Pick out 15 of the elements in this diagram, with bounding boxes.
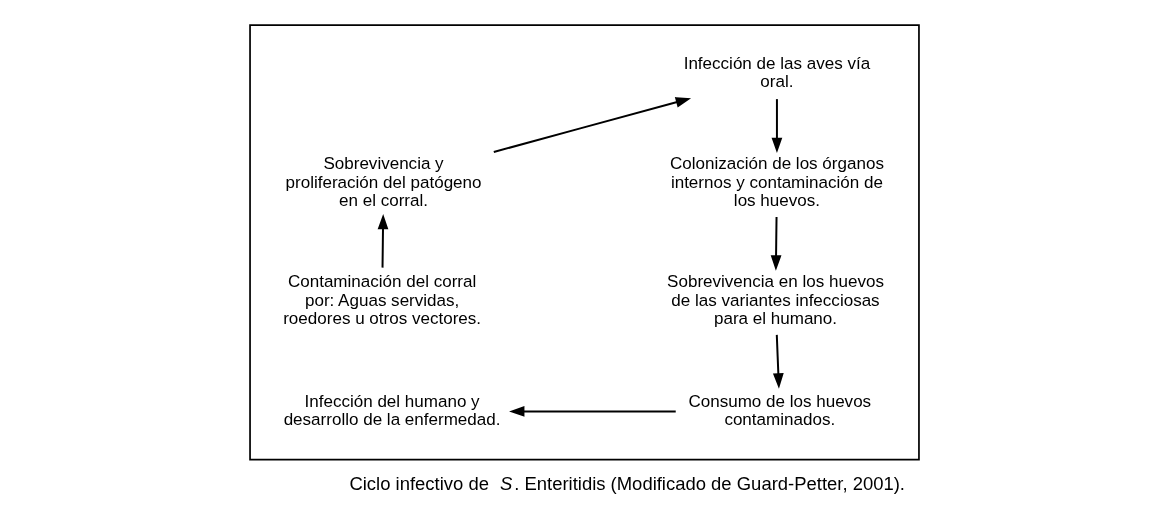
arrow: [508, 406, 677, 417]
node-text: Infección del humano y desarrollo de la enfermedad.: [283, 391, 500, 430]
arrow: [377, 213, 388, 269]
node-text: Sobrevivencia en los huevos de las variantes infecciosas para el humano.: [666, 272, 884, 329]
node-text: Colonización de los órganos internos y contaminación de los huevos.: [669, 154, 884, 211]
cluster: [248, 24, 920, 461]
arrow: [771, 98, 782, 154]
node-text: Sobrevivencia y proliferación del patógeno en el corral.: [285, 154, 482, 211]
node-text: Infección de las aves vía oral.: [683, 53, 870, 92]
arrow: [492, 97, 691, 153]
node-text: Contaminación del corral por: Aguas servidas, roedores u otros vectores.: [282, 272, 481, 329]
arrow: [770, 215, 781, 271]
caption: Ciclo infectivo de S. Enteritidis (Modificado de Guard-Petter, 2001).: [348, 473, 905, 495]
node-text: Consumo de los huevos contaminados.: [687, 391, 871, 430]
arrow: [772, 333, 784, 389]
